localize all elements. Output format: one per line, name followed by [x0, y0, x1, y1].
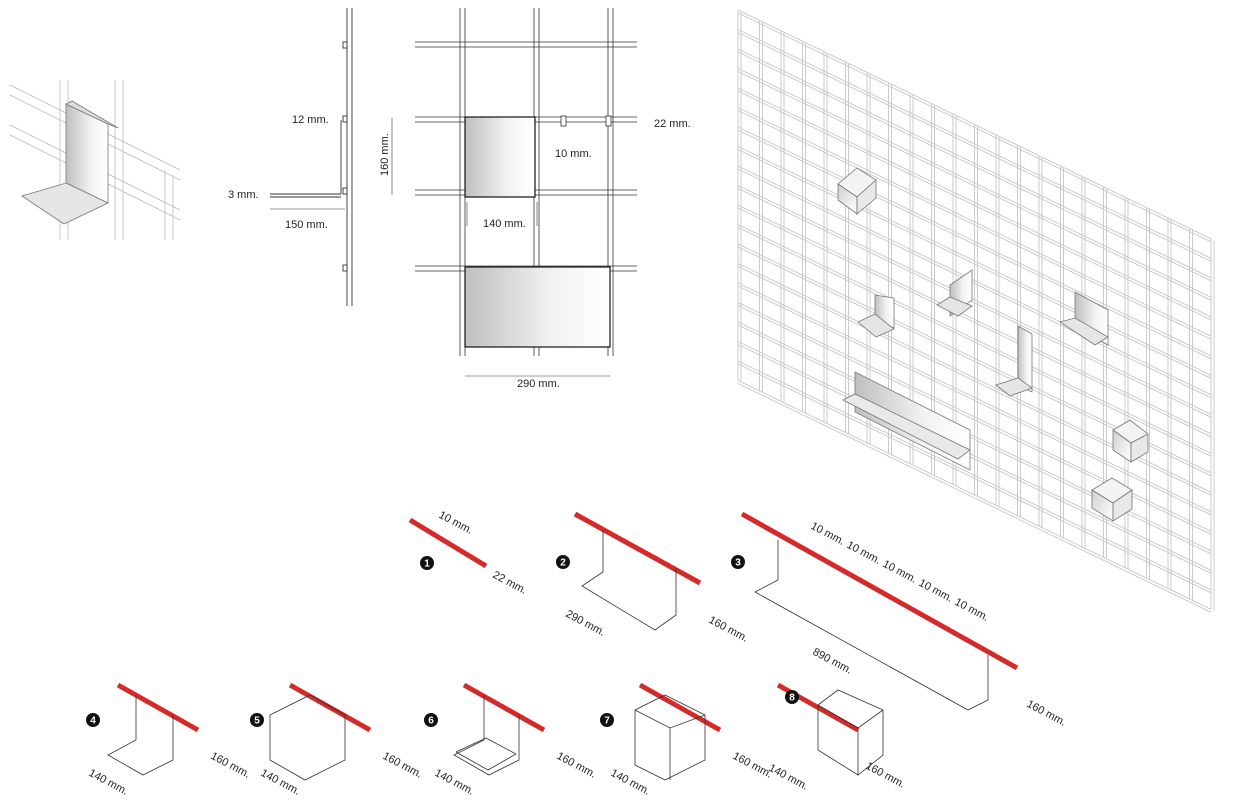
item-5-rail [288, 682, 372, 733]
item-8-badge: 8 [785, 690, 799, 704]
dim-12mm: 12 mm. [292, 114, 329, 126]
item-3-rail [740, 511, 1019, 671]
item-4-shelf [107, 695, 174, 776]
item-1-rail [408, 517, 488, 569]
item-6-rail [462, 682, 546, 733]
item-4-label-140mm: 140 mm. [87, 767, 130, 798]
item-7-box-edge [634, 709, 706, 729]
item-6-label-140mm: 140 mm. [433, 767, 476, 798]
item-3-shelf [754, 540, 989, 711]
item-5-label-140mm: 140 mm. [259, 767, 302, 798]
dim-10mm-front: 10 mm. [555, 148, 592, 160]
item-3-label-10mm-1: 10 mm. [809, 520, 847, 548]
dim-160mm-front: 160 mm. [379, 133, 391, 176]
item-4-badge: 4 [86, 713, 100, 727]
item-3-badge: 3 [731, 555, 745, 569]
item-2-label-290mm: 290 mm. [564, 608, 607, 639]
item-5-box [269, 694, 346, 781]
item-4-rail [116, 682, 200, 733]
side-section-detail [270, 8, 353, 306]
item-3-label-160mm: 160 mm. [1025, 698, 1068, 729]
item-2-shelf [581, 530, 677, 631]
item-1-label-10mm: 10 mm. [437, 509, 475, 537]
svg-text:8: 8 [789, 693, 795, 704]
item-4-label-160mm: 160 mm. [209, 750, 252, 781]
item-2-label-160mm: 160 mm. [707, 614, 750, 645]
svg-text:1: 1 [424, 559, 430, 570]
item-6-tray-rim [455, 737, 517, 771]
iso-bracket-detail [9, 80, 181, 240]
item-8-box [817, 689, 884, 776]
item-2-badge: 2 [556, 555, 570, 569]
wall-grid-iso [737, 9, 1215, 613]
item-7-label-160mm: 160 mm. [731, 750, 774, 781]
item-5-label-160mm: 160 mm. [381, 750, 424, 781]
dim-150mm: 150 mm. [285, 219, 328, 231]
svg-text:7: 7 [604, 716, 610, 727]
svg-text:4: 4 [90, 716, 96, 727]
item-3-label-10mm-5: 10 mm. [953, 596, 991, 624]
svg-text:5: 5 [254, 716, 260, 727]
dim-3mm: 3 mm. [228, 189, 259, 201]
item-7-badge: 7 [600, 713, 614, 727]
item-6-tray [453, 695, 520, 776]
item-8-label-160mm: 160 mm. [864, 760, 907, 791]
dim-140mm-front: 140 mm. [483, 218, 526, 230]
dim-290mm-front: 290 mm. [517, 378, 560, 390]
item-1-label-22mm: 22 mm. [491, 569, 529, 597]
item-3-label-10mm-2: 10 mm. [845, 539, 883, 567]
item-8-label-140mm: 140 mm. [767, 762, 810, 793]
item-3-label-10mm-3: 10 mm. [881, 558, 919, 586]
item-6-label-160mm: 160 mm. [555, 750, 598, 781]
item-1-badge: 1 [420, 556, 434, 570]
item-2-rail [573, 511, 702, 586]
wall-grid-shelves [837, 167, 1149, 522]
item-7-label-140mm: 140 mm. [609, 767, 652, 798]
dim-22mm-front: 22 mm. [654, 118, 691, 130]
item-6-badge: 6 [424, 713, 438, 727]
front-elevation [391, 8, 637, 377]
svg-text:3: 3 [735, 558, 741, 569]
item-5-badge: 5 [250, 713, 264, 727]
item-3-label-10mm-4: 10 mm. [917, 577, 955, 605]
svg-text:6: 6 [428, 716, 434, 727]
item-3-label-890mm: 890 mm. [811, 646, 854, 677]
item-7-rail [638, 682, 722, 733]
item-7-box [634, 694, 706, 781]
svg-text:2: 2 [560, 558, 566, 569]
